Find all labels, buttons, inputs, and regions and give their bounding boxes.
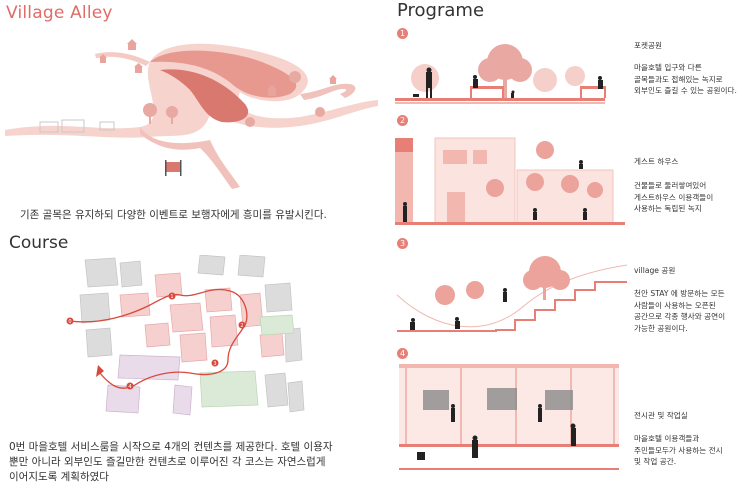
course-marker-label: 4 [128,384,131,390]
program-4-illustration [399,364,619,470]
program-1-description: 마을호텔 입구와 다른 골목들과도 접해있는 녹지로 외부인도 즐길 수 있는 … [634,63,737,95]
course-caption-line-3: 이어지도록 계획하였다 [9,471,109,483]
program-1-heading: 포켓공원 [634,41,662,50]
course-marker-label: 3 [213,361,216,367]
course-marker-label: 0 [68,319,71,325]
program-1-illustration [395,44,606,104]
alley-branch-path [140,127,240,189]
alley-right-path [300,83,356,100]
program-2-illustration [395,137,625,225]
course-caption-line-2: 뿐만 아니라 외부인도 즐길만한 컨텐츠로 이루어진 각 코스는 자연스럽게 [9,456,326,468]
program-3-heading: village 공원 [634,266,676,275]
program-4-number: 4 [397,348,408,359]
course-marker-label: 2 [240,323,243,329]
village-alley-title: Village Alley [6,3,113,23]
program-4-description: 마을호텔 이용객들과 주민들모두가 사용하는 전시 및 작업 공간. [634,434,723,466]
program-2-number: 2 [397,115,408,126]
course-marker-1 [168,292,176,300]
village-alley-illustration [5,39,378,189]
program-2-description: 건물들로 둘러쌓여있어 게스트하우스 이용객들이 사용하는 독립된 녹지 [634,181,714,213]
course-marker-3 [211,359,219,367]
village-alley-caption: 기존 골목은 유지하되 다양한 이벤트로 보행자에게 흥미를 유발시킨다. [20,209,327,221]
program-3-description: 천안 STAY 에 방문하는 모든 사람들이 사용하는 오픈된 공간으로 각종 … [634,289,726,333]
course-marker-0 [66,317,74,325]
alley-left-path [95,52,150,66]
program-2-heading: 게스트 하우스 [634,157,679,166]
course-marker-4 [126,382,134,390]
course-title: Course [9,233,69,253]
program-3-number: 3 [397,238,408,249]
alley-ribbon-mid [160,69,249,123]
alley-banner [166,162,180,172]
programe-title: Programe [397,0,485,21]
program-4-heading: 전시관 및 작업실 [634,411,688,420]
alley-ribbon-upper [150,50,297,98]
course-caption: 0번 마을호텔 서비스룸을 시작으로 4개의 컨텐츠를 제공한다. 호텔 이용자… [9,440,333,485]
course-marker-2 [238,321,246,329]
program-1-number: 1 [397,28,408,39]
course-marker-label: 1 [170,294,173,300]
course-map: 0 1 2 3 4 [66,255,305,416]
program-3-illustration [396,256,628,332]
course-arrow [96,365,104,377]
course-caption-line-1: 0번 마을호텔 서비스룸을 시작으로 4개의 컨텐츠를 제공한다. 호텔 이용자 [9,441,333,453]
